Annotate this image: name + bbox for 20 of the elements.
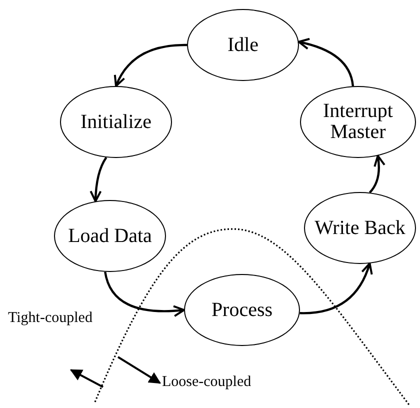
state-label: Idle [227, 34, 259, 56]
arrow [300, 262, 372, 314]
state-ellipse [184, 274, 300, 346]
state-ellipse [187, 9, 299, 81]
arrow [114, 44, 188, 87]
region-label: Loose-coupled [162, 374, 252, 391]
state-ellipse [60, 86, 172, 158]
state-label: Process [211, 300, 273, 320]
arrow [298, 38, 354, 86]
arrow [104, 272, 185, 317]
arrow [90, 156, 108, 202]
state-ellipse [304, 192, 416, 264]
state-label: Initialize [80, 112, 152, 132]
state-label: Write Back [314, 218, 406, 238]
state-label: Load Data [68, 226, 152, 246]
state-label: Interrupt Master [322, 101, 394, 143]
region-label: Tight-coupled [8, 310, 92, 327]
arrow [368, 154, 386, 194]
state-ellipse [54, 200, 166, 272]
state-ellipse [300, 86, 416, 158]
